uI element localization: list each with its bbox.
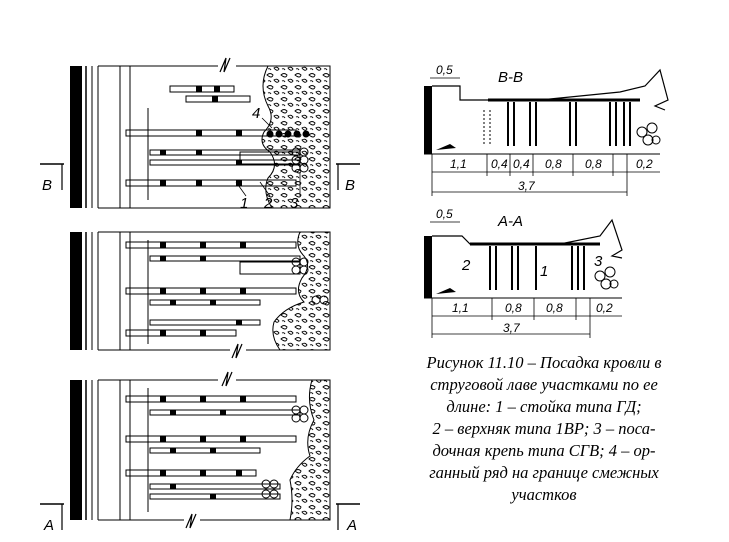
caption-line: Рисунок 11.10 – Посадка кровли в — [426, 353, 662, 372]
section-b-right-label: В — [345, 177, 355, 194]
section-aa-title: А-А — [497, 213, 523, 230]
section-a-right-label: А — [346, 517, 357, 534]
bb-dim-2: 0,4 — [491, 157, 508, 171]
figure-caption: Рисунок 11.10 – Посадка кровли в стругов… — [376, 352, 712, 506]
roof-line — [432, 68, 669, 111]
aa-dim-2: 0,8 — [505, 301, 522, 315]
aa-label-1: 1 — [540, 263, 548, 280]
bb-total: 3,7 — [518, 179, 536, 193]
plan-view-2 — [70, 231, 331, 359]
plan-view-1: 4 1 2 3 В В — [40, 57, 360, 212]
bb-dim-5: 0,8 — [585, 157, 602, 171]
section-b-left-label: В — [42, 177, 52, 194]
caption-line: участков — [511, 485, 577, 504]
section-a-left-label: А — [43, 517, 54, 534]
aa-dim-3: 0,8 — [546, 301, 563, 315]
caption-line: длине: 1 – стойка типа ГД; — [446, 397, 642, 416]
caption-line: ганный ряд на границе смежных — [429, 463, 659, 482]
bb-dim-4: 0,8 — [545, 157, 562, 171]
bb-dim-3: 0,4 — [513, 157, 530, 171]
caption-line: 2 – верхняк типа 1ВР; 3 – поса- — [432, 419, 656, 438]
section-aa-top-dim: 0,5 — [436, 207, 453, 221]
aa-total: 3,7 — [503, 321, 521, 335]
section-bb-top-dim: 0,5 — [436, 63, 453, 77]
aa-label-3: 3 — [594, 253, 603, 270]
aa-dim-1: 1,1 — [452, 301, 469, 315]
plan-view-3: А А — [40, 371, 360, 534]
label-1: 1 — [240, 195, 248, 212]
caption-line: дочная крепь типа СГВ; 4 – ор- — [432, 441, 656, 460]
label-2: 2 — [263, 195, 273, 212]
aa-dim-4: 0,2 — [596, 301, 613, 315]
bb-dim-1: 1,1 — [450, 157, 467, 171]
label-4: 4 — [252, 105, 260, 122]
break-mark — [219, 57, 231, 73]
coal-seam-face — [424, 86, 432, 154]
section-aa: А-А 0,5 2 1 3 1,1 0,8 0,8 0,2 3 — [424, 207, 623, 338]
label-3: 3 — [290, 195, 299, 212]
organ-row-post — [266, 130, 274, 138]
coal-face-edge — [70, 66, 82, 208]
section-bb-title: В-В — [498, 69, 523, 86]
bb-dim-6: 0,2 — [636, 157, 653, 171]
aa-label-2: 2 — [461, 257, 471, 274]
caption-line: струговой лаве участками по ее — [430, 375, 658, 394]
section-bb: В-В 0,5 1,1 0,4 0,4 0,8 — [424, 63, 669, 196]
